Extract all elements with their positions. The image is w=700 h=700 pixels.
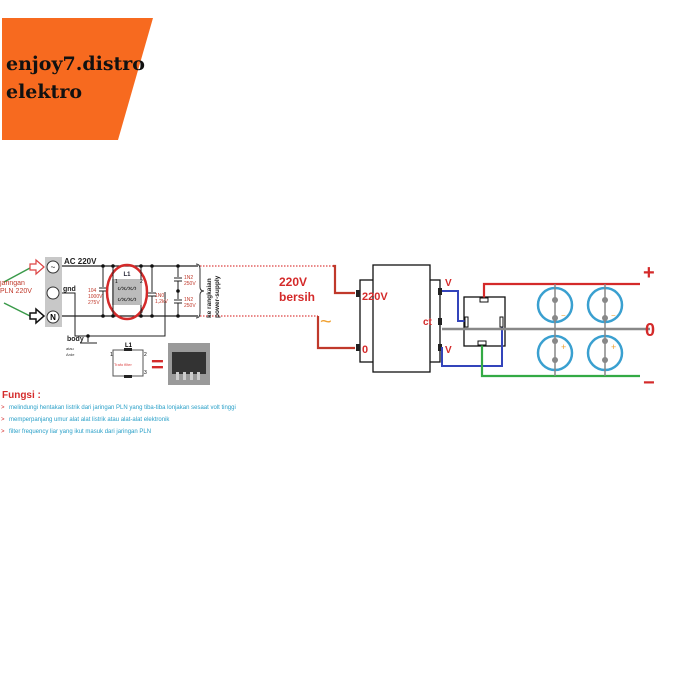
logo: enjoy7.distro elektro [2, 18, 153, 140]
pin1: 1 [115, 279, 118, 285]
pin1: 1 [110, 352, 113, 358]
pin3: 3 [144, 370, 147, 376]
pin2: 2 [140, 279, 143, 285]
logo-line2: elektro [6, 81, 82, 103]
clean-label: 220V [279, 275, 307, 289]
bridge-rectifier [463, 296, 506, 347]
output-label: ke rangkaian [206, 278, 213, 318]
ac-symbol: ~ [320, 311, 332, 333]
cap1-voltage: 1000V [88, 294, 103, 300]
svg-text:>: > [1, 429, 5, 435]
gnd-label: gnd [63, 286, 76, 293]
power-supply-circuit: 220V bersih ~ 220V 0 V ct V − − + [279, 262, 655, 394]
l1-label: L1 [123, 272, 131, 278]
function-item: memperpanjang umur alat alat listrik ata… [9, 417, 170, 423]
logo-line1: enjoy7.distro [6, 53, 145, 75]
filter-circuit: jaringan PLN 220V ~ N AC 220V gnd body a… [0, 257, 335, 385]
equals-sign: = [151, 352, 164, 377]
cap-pos-label: + [611, 342, 616, 352]
arrow-in-icon [29, 258, 45, 276]
cap2-voltage: 1,2kV [155, 299, 168, 305]
cap3-value: 1N2 [184, 275, 193, 281]
clean-label: bersih [279, 290, 315, 304]
primary-top-label: 220V [362, 291, 388, 303]
svg-text:ᔕᔕᔕ: ᔕᔕᔕ [118, 296, 137, 303]
functions-list: Fungsi : > melindungi hentakan listrik d… [1, 390, 236, 435]
svg-text:~: ~ [51, 263, 56, 272]
secondary-bottom-label: V [445, 345, 452, 356]
output-plus: + [643, 262, 655, 284]
cap-pos-label: + [561, 342, 566, 352]
body-sub: atau [66, 346, 74, 351]
cap2-value: 1N0 [155, 293, 164, 299]
secondary-top-label: V [445, 278, 452, 289]
pin2: 2 [144, 352, 147, 358]
body-sub: Arde [66, 352, 75, 357]
output-zero: 0 [645, 320, 655, 340]
primary-bottom-label: 0 [362, 344, 368, 356]
l1-part-label: L1 [125, 343, 133, 349]
cap1-value: 104 [88, 288, 97, 294]
cap3-voltage: 250V [184, 281, 196, 287]
l1-highlight [105, 263, 149, 321]
cap1-rating: 275V [88, 300, 100, 306]
output-minus: − [643, 372, 655, 394]
arrow-in-icon [29, 307, 46, 325]
functions-title: Fungsi : [2, 390, 41, 401]
l1-part-sub: Trafo filter [114, 362, 133, 367]
cap-neg-label: − [561, 311, 566, 320]
svg-text:>: > [1, 405, 5, 411]
n-label: N [50, 313, 56, 322]
cap4-voltage: 250V [184, 303, 196, 309]
function-item: filter frequency liar yang ikut masuk da… [9, 429, 151, 435]
svg-text:>: > [1, 417, 5, 423]
body-label: body [67, 336, 84, 343]
function-item: melindungi hentakan listrik dari jaringa… [9, 405, 236, 411]
cap4-value: 1N2 [184, 297, 193, 303]
logo-background [2, 18, 153, 140]
brace [195, 263, 205, 319]
ac-label: AC 220V [64, 257, 97, 266]
cap-neg-label: − [611, 311, 616, 320]
output-label: power-supply [214, 275, 221, 318]
input-label: jaringan PLN 220V [0, 280, 32, 295]
svg-text:ᔕᔕᔕ: ᔕᔕᔕ [118, 285, 137, 292]
center-tap-label: ct [423, 317, 433, 328]
